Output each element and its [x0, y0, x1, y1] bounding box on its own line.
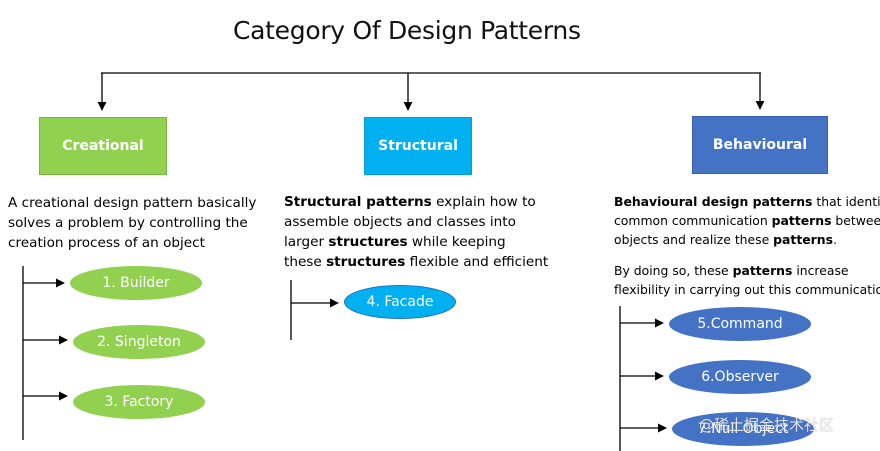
description-bold-text: patterns	[732, 263, 793, 278]
description-line: Behavioural design patterns that identif…	[614, 192, 880, 211]
pattern-null-object: 7.Null Object	[672, 412, 814, 446]
pattern-factory: 3. Factory	[73, 385, 205, 419]
description-bold-text: Behavioural design patterns	[614, 194, 813, 209]
description-bold-text: patterns	[771, 213, 832, 228]
description-line: By doing so, these patterns increase	[614, 261, 880, 280]
pattern-facade: 4. Facade	[344, 285, 456, 319]
watermark: @稀土掘金技术社区	[699, 416, 835, 434]
pattern-command: 5.Command	[669, 307, 811, 341]
description-text: these	[284, 254, 327, 270]
description-line: common communication patterns between	[614, 211, 880, 230]
description-text: By doing so, these	[614, 263, 733, 278]
pattern-builder: 1. Builder	[70, 266, 202, 300]
description-bold-text: patterns	[773, 232, 833, 247]
behavioural-description-extra: By doing so, these patterns increase flex…	[614, 261, 880, 299]
diagram-title: Category Of Design Patterns	[233, 16, 581, 45]
description-text: flexible and efficient	[405, 254, 549, 270]
description-text: between	[835, 213, 880, 228]
description-text: explain how to	[431, 194, 536, 210]
description-text: that identify	[816, 194, 880, 209]
description-line: assemble objects and classes into	[284, 212, 548, 232]
category-creational: Creational	[39, 117, 167, 175]
creational-description: A creational design pattern basically sol…	[8, 193, 256, 253]
description-text: common communication	[614, 213, 772, 228]
structural-description: Structural patterns explain how to assemb…	[284, 192, 548, 272]
category-structural: Structural	[364, 117, 472, 175]
pattern-singleton: 2. Singleton	[73, 325, 205, 359]
description-bold-text: Structural patterns	[284, 194, 432, 210]
description-bold-text: structures	[328, 234, 408, 250]
description-line: Structural patterns explain how to	[284, 192, 548, 212]
description-line: objects and realize these patterns.	[614, 230, 880, 249]
description-line: creation process of an object	[8, 233, 256, 253]
description-text: .	[832, 232, 837, 247]
description-text: creation process of an object	[8, 235, 205, 251]
category-behavioural: Behavioural	[692, 116, 828, 174]
description-line: solves a problem by controlling the	[8, 213, 256, 233]
description-text: solves a problem by controlling the	[8, 215, 248, 231]
pattern-observer: 6.Observer	[669, 360, 811, 394]
description-text: increase	[792, 263, 849, 278]
description-text: flexibility in carrying out this communi…	[614, 282, 880, 297]
description-text: while keeping	[407, 234, 506, 250]
description-line: A creational design pattern basically	[8, 193, 256, 213]
description-line: larger structures while keeping	[284, 232, 548, 252]
description-text: assemble objects and classes into	[284, 214, 516, 230]
description-line: flexibility in carrying out this communi…	[614, 280, 880, 299]
description-bold-text: structures	[326, 254, 406, 270]
behavioural-description: Behavioural design patterns that identif…	[614, 192, 880, 249]
description-text: objects and realize these	[614, 232, 774, 247]
description-line: these structures flexible and efficient	[284, 252, 548, 272]
description-text: A creational design pattern basically	[8, 195, 257, 211]
description-text: larger	[284, 234, 329, 250]
